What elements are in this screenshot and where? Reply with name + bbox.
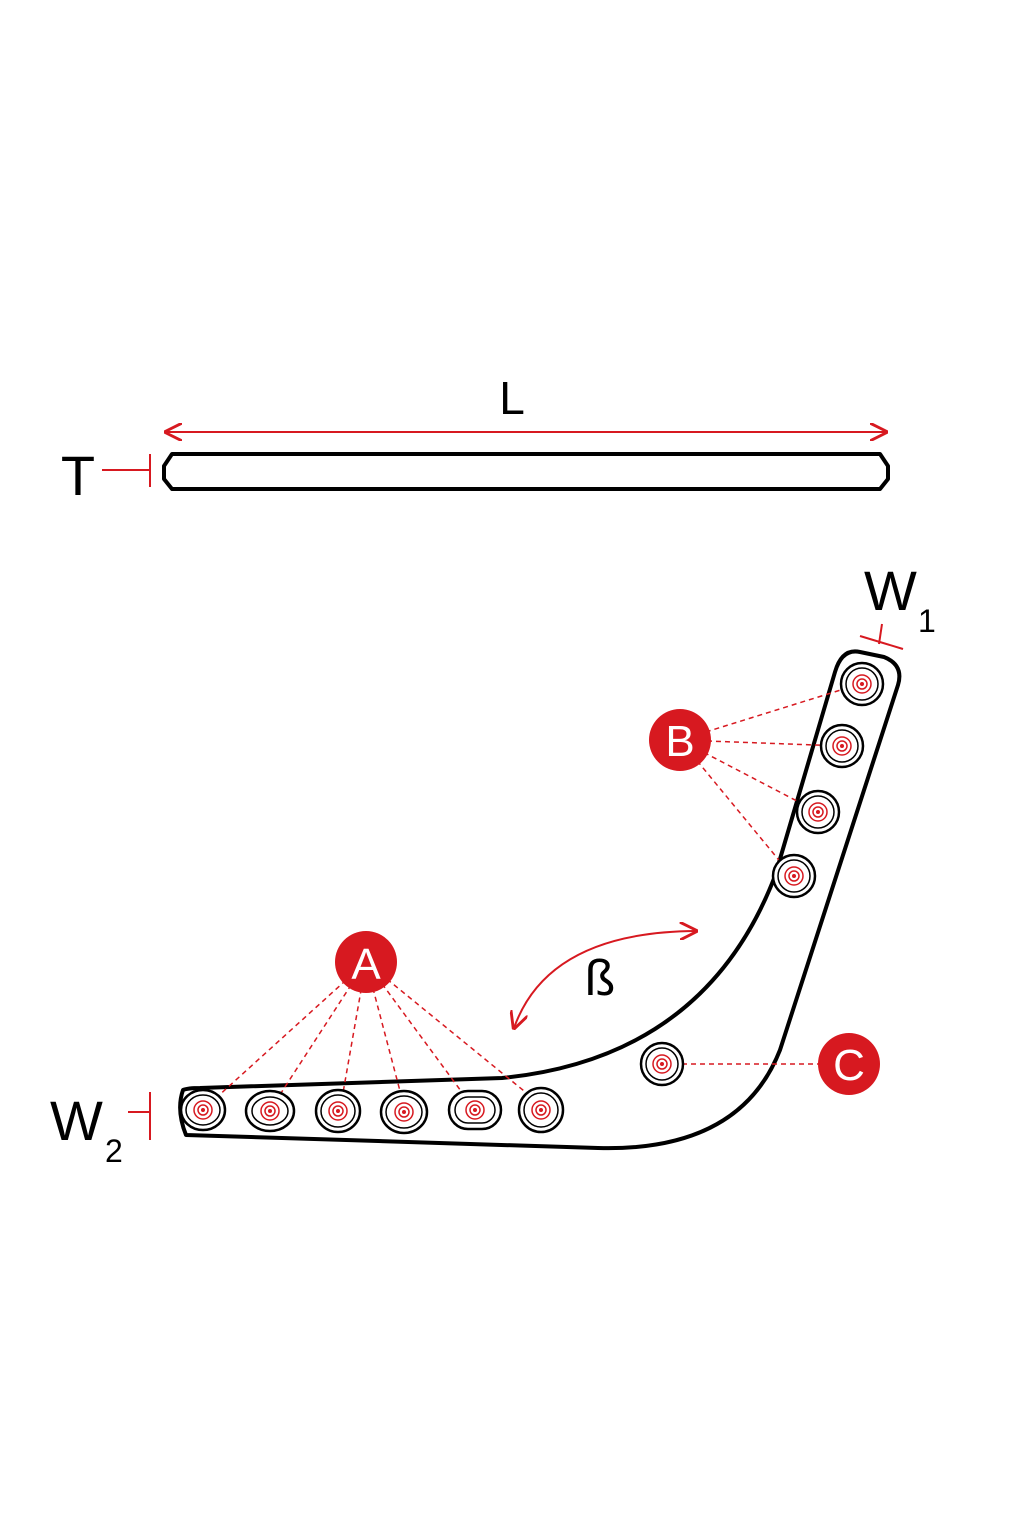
screw-hole-b4 (771, 853, 817, 899)
plate-top-outline (178, 649, 902, 1151)
screw-hole-a5-slot (447, 1089, 503, 1131)
marker-a-label: A (351, 940, 381, 989)
marker-c-label: C (833, 1041, 865, 1090)
screw-hole-b3 (795, 789, 841, 835)
screw-hole-a3 (314, 1088, 362, 1134)
width-1-dimension-tick (878, 623, 883, 645)
marker-c: C (818, 1033, 880, 1095)
screw-hole-b1 (839, 661, 885, 707)
screw-hole-a4 (379, 1089, 429, 1135)
top-view: ß W 1 W 2 (50, 559, 936, 1169)
length-label: L (499, 372, 525, 424)
side-view: L T (61, 372, 890, 507)
width-1-label-main: W (864, 559, 917, 622)
angle-arc-arrow (514, 931, 696, 1028)
marker-b-label: B (665, 717, 694, 766)
angle-label: ß (585, 950, 616, 1006)
screw-hole-c (639, 1041, 685, 1087)
width-1-dimension-line (859, 635, 904, 650)
screw-hole-a6 (517, 1086, 565, 1134)
width-1-label: W (864, 559, 917, 622)
screw-hole-b2 (819, 723, 865, 769)
width-2-label: W (50, 1089, 103, 1152)
width-1-subscript: 1 (918, 603, 936, 639)
marker-a: A (335, 931, 397, 993)
plate-side-profile (162, 452, 890, 491)
screw-hole-a2-oval (244, 1089, 296, 1133)
thickness-label: T (61, 444, 95, 507)
marker-b: B (649, 709, 711, 771)
width-2-subscript: 2 (105, 1133, 123, 1169)
screw-hole-a1 (179, 1088, 227, 1132)
